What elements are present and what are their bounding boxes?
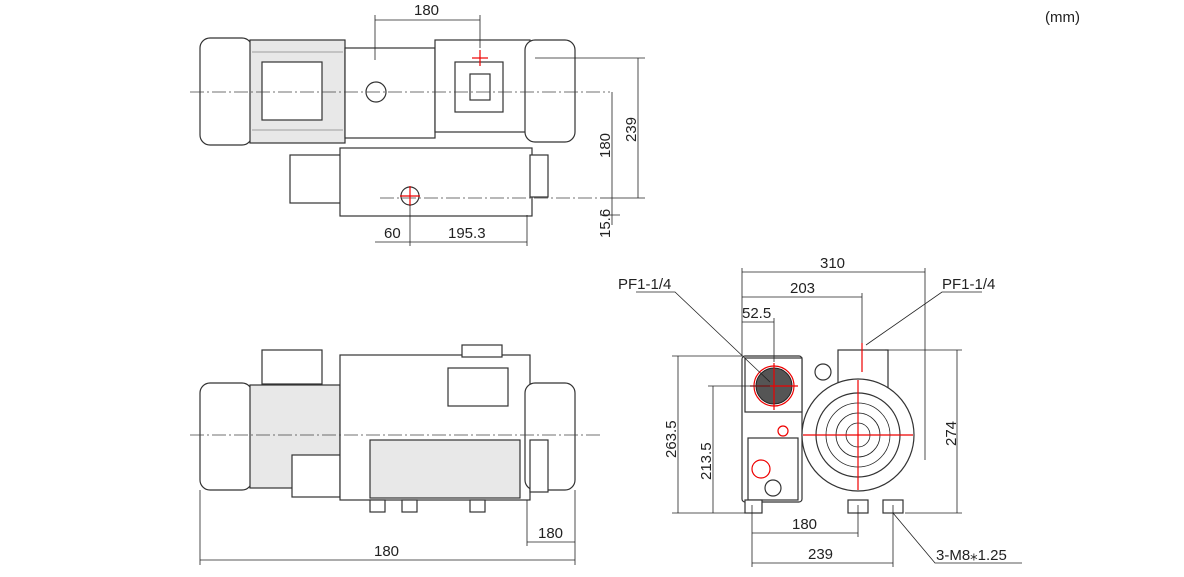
dim-239-feet: 239 bbox=[808, 546, 833, 563]
dim-52-5: 52.5 bbox=[742, 305, 771, 322]
top-view: 180 239 180 15.6 60 195.3 bbox=[190, 2, 645, 246]
dim-180-feet: 180 bbox=[792, 516, 817, 533]
dim-15-6: 15.6 bbox=[597, 209, 614, 238]
dim-180-overall: 180 bbox=[374, 543, 399, 560]
dim-203: 203 bbox=[790, 280, 815, 297]
dim-60: 60 bbox=[384, 225, 401, 242]
dim-180-vert: 180 bbox=[597, 133, 614, 158]
label-pf-right: PF1-1/4 bbox=[942, 276, 995, 293]
label-pf-left: PF1-1/4 bbox=[618, 276, 671, 293]
dim-239: 239 bbox=[623, 117, 640, 142]
side-view: 180 180 bbox=[190, 344, 600, 565]
end-view: 310 203 52.5 PF1-1/4 PF1-1/4 263.5 213.5… bbox=[618, 255, 1022, 567]
dim-213-5: 213.5 bbox=[698, 442, 715, 480]
dim-310: 310 bbox=[820, 255, 845, 272]
dim-180-end: 180 bbox=[538, 525, 563, 542]
dim-195-3: 195.3 bbox=[448, 225, 486, 242]
dim-274: 274 bbox=[943, 421, 960, 446]
label-bolt-spec: 3-M8⁎1.25 bbox=[936, 547, 1007, 564]
dim-263-5: 263.5 bbox=[663, 420, 680, 458]
unit-label: (mm) bbox=[1045, 9, 1080, 26]
dim-180-top: 180 bbox=[414, 2, 439, 19]
